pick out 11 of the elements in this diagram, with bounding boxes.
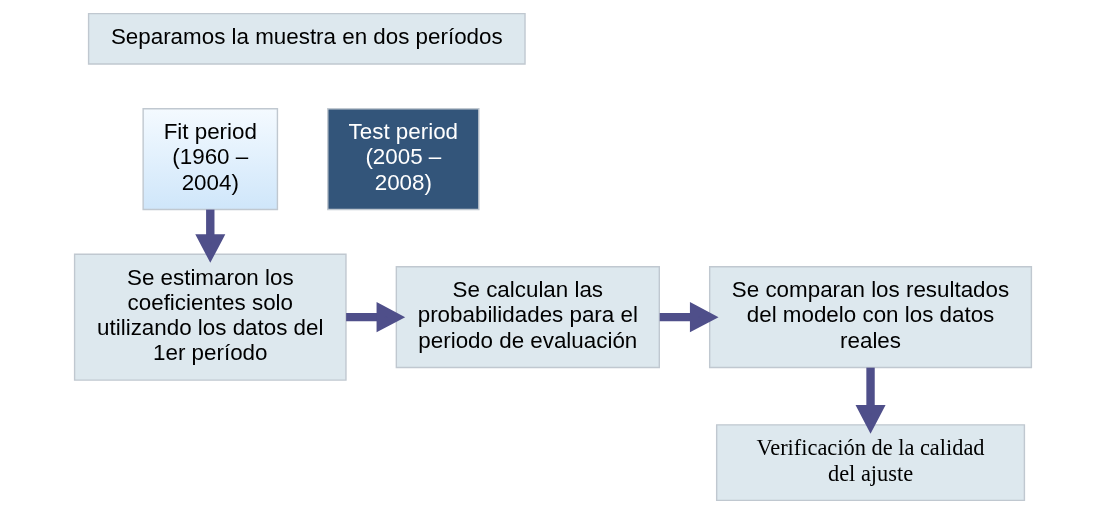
node-box: Separamos la muestra en dos períodos bbox=[87, 12, 526, 65]
arrow bbox=[855, 367, 886, 434]
node-box: Fit period (1960 – 2004) bbox=[141, 108, 278, 211]
node-box: Se calculan las probabilidades para el periodo de evaluación bbox=[395, 266, 660, 369]
arrow bbox=[659, 302, 719, 333]
arrow bbox=[345, 302, 405, 333]
node-box: Se estimaron los coeficientes solo utilizando los datos del 1er período bbox=[73, 253, 347, 381]
node-box: Verificación de la calidad del ajuste bbox=[715, 424, 1025, 502]
node-box: Se comparan los resultados del modelo con los datos reales bbox=[708, 266, 1032, 369]
arrow bbox=[194, 209, 225, 263]
node-box: Test period (2005 – 2008) bbox=[326, 108, 480, 211]
